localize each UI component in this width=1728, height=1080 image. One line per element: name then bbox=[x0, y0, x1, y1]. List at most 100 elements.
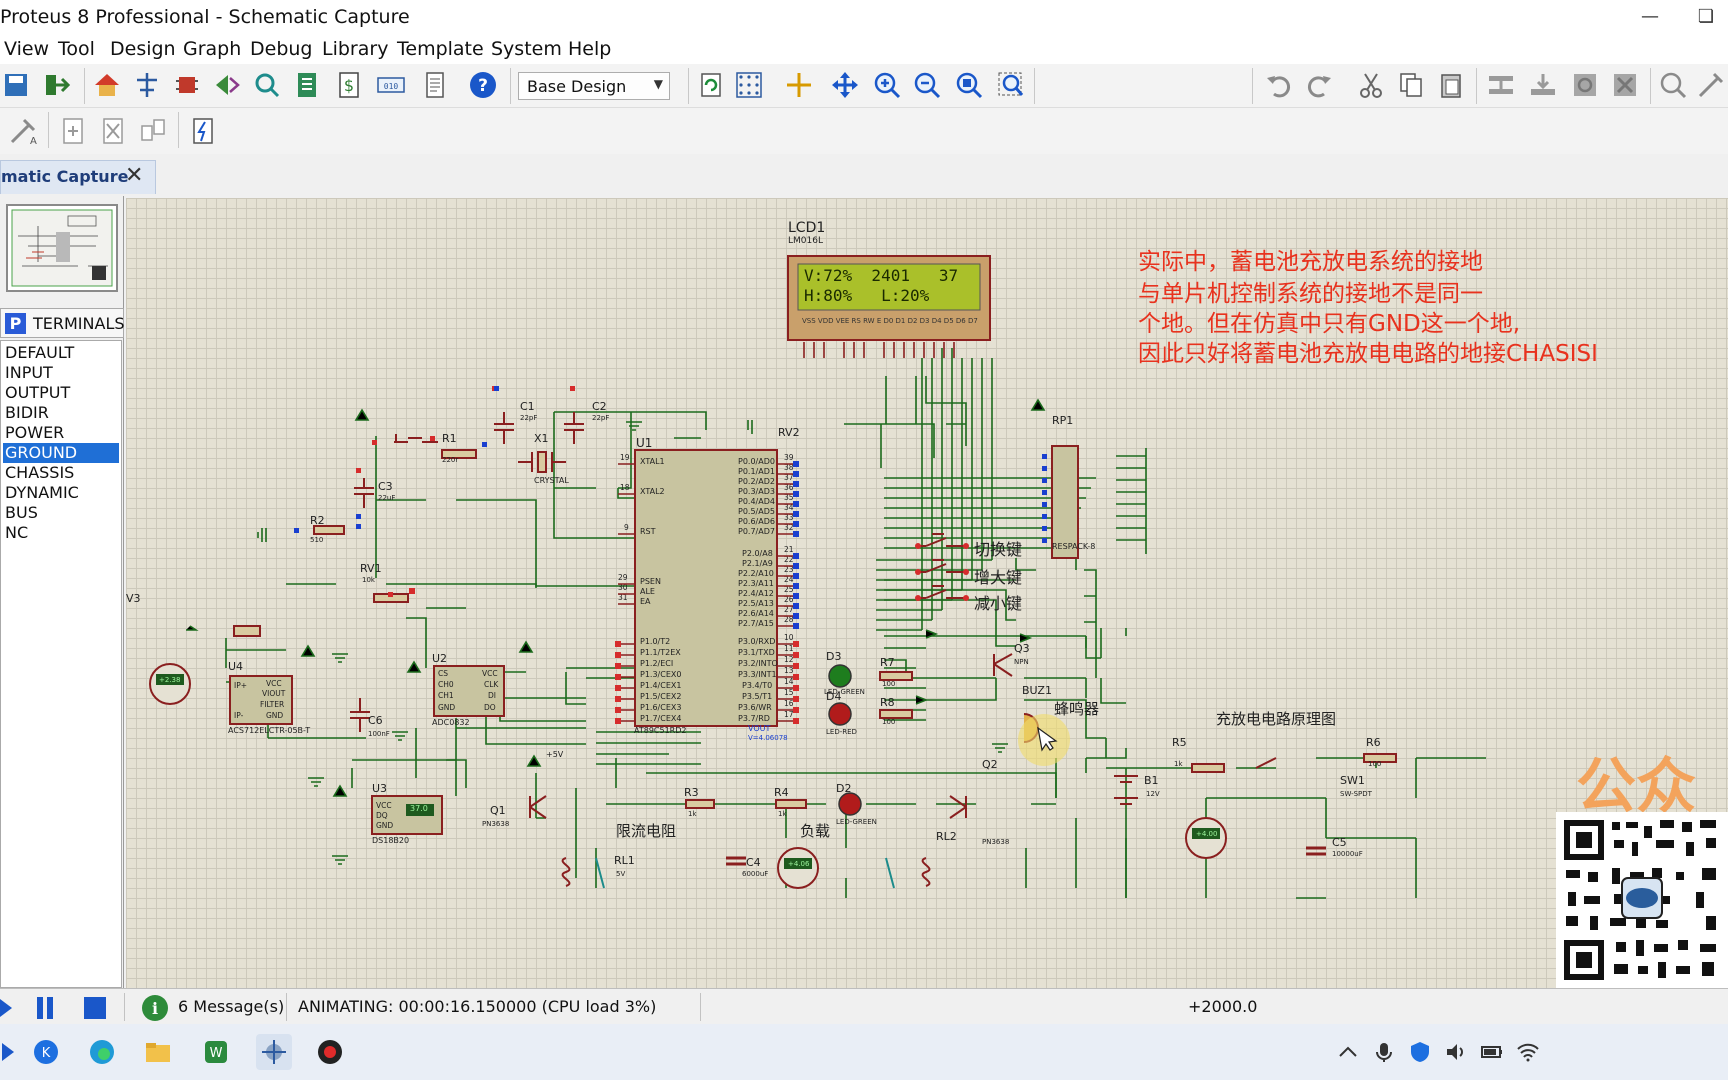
svg-text:P1.6/CEX3: P1.6/CEX3 bbox=[640, 703, 681, 712]
button-label-switch: 切换键 bbox=[974, 540, 1023, 559]
schematic-canvas[interactable]: VSS VDD VEE RS RW E D0 D1 D2 D3 D4 D5 D6… bbox=[126, 198, 1728, 988]
block-rotate-icon[interactable] bbox=[1568, 68, 1602, 102]
terminal-item-dynamic[interactable]: DYNAMIC bbox=[5, 483, 79, 502]
notes-icon[interactable] bbox=[418, 68, 452, 102]
import-icon[interactable] bbox=[40, 68, 74, 102]
menu-design[interactable]: Design bbox=[110, 38, 176, 60]
svg-text:P3.7/RD: P3.7/RD bbox=[738, 714, 770, 723]
home-icon[interactable] bbox=[90, 68, 124, 102]
pan-icon[interactable] bbox=[828, 68, 862, 102]
menu-debug[interactable]: Debug bbox=[250, 38, 313, 60]
zoom-all-icon[interactable] bbox=[952, 68, 986, 102]
save-icon[interactable] bbox=[0, 68, 34, 102]
terminal-item-output[interactable]: OUTPUT bbox=[5, 383, 71, 402]
svg-text:P0.7/AD7: P0.7/AD7 bbox=[738, 527, 775, 536]
svg-text:FILTER: FILTER bbox=[260, 700, 284, 709]
wifi-icon[interactable] bbox=[1514, 1034, 1542, 1070]
new-sheet-icon[interactable] bbox=[56, 114, 90, 148]
svg-text:W: W bbox=[210, 1046, 223, 1061]
close-icon[interactable]: ✕ bbox=[125, 163, 144, 188]
proteus-taskbar-icon[interactable] bbox=[256, 1034, 292, 1070]
pick-mode-icon[interactable]: P bbox=[5, 313, 26, 334]
3d-viewer-icon[interactable] bbox=[210, 68, 244, 102]
pcb-icon[interactable] bbox=[170, 68, 204, 102]
cost-icon[interactable]: $ bbox=[332, 68, 366, 102]
design-combo[interactable]: Base Design ▼ bbox=[518, 72, 670, 100]
terminals-header[interactable]: P TERMINALS bbox=[0, 308, 125, 338]
cut-icon[interactable] bbox=[1354, 68, 1388, 102]
file-explorer-icon[interactable] bbox=[140, 1034, 176, 1070]
undo-icon[interactable] bbox=[1262, 68, 1296, 102]
grid-icon[interactable] bbox=[732, 68, 766, 102]
exit-to-parent-icon[interactable] bbox=[136, 114, 170, 148]
help-icon[interactable]: ? bbox=[466, 68, 500, 102]
message-count[interactable]: 6 Message(s) bbox=[178, 997, 285, 1016]
copy-icon[interactable] bbox=[1394, 68, 1428, 102]
menu-tool[interactable]: Tool bbox=[58, 38, 95, 60]
zoom-out-icon[interactable] bbox=[910, 68, 944, 102]
electrical-rule-check-icon[interactable] bbox=[186, 114, 220, 148]
recorder-icon[interactable] bbox=[312, 1034, 348, 1070]
pause-icon[interactable] bbox=[28, 991, 62, 1025]
kingsoft-icon[interactable]: K bbox=[28, 1034, 64, 1070]
terminal-item-chassis[interactable]: CHASSIS bbox=[5, 463, 75, 482]
bom-icon[interactable] bbox=[290, 68, 324, 102]
refresh-icon[interactable] bbox=[694, 68, 728, 102]
terminal-item-ground[interactable]: GROUND bbox=[3, 443, 119, 463]
zoom-in-icon[interactable] bbox=[870, 68, 904, 102]
battery-icon[interactable] bbox=[1478, 1034, 1506, 1070]
terminal-item-default[interactable]: DEFAULT bbox=[5, 343, 75, 362]
edge-browser-icon[interactable] bbox=[84, 1034, 120, 1070]
block-delete-icon[interactable] bbox=[1608, 68, 1642, 102]
volume-icon[interactable] bbox=[1442, 1034, 1470, 1070]
svg-text:34: 34 bbox=[784, 503, 794, 512]
block-copy-icon[interactable] bbox=[1484, 68, 1518, 102]
pick-device-icon[interactable] bbox=[1656, 68, 1690, 102]
svg-text:17: 17 bbox=[784, 710, 794, 719]
terminal-item-power[interactable]: POWER bbox=[5, 423, 65, 442]
menu-graph[interactable]: Graph bbox=[183, 38, 242, 60]
main-toolbar: $ 010 ? bbox=[0, 64, 1728, 108]
stop-icon[interactable] bbox=[78, 991, 112, 1025]
tab-schematic-capture[interactable]: matic Capture ✕ bbox=[0, 160, 156, 194]
wire-autorouter-icon[interactable]: A bbox=[6, 114, 40, 148]
play-icon[interactable] bbox=[0, 991, 16, 1025]
make-device-icon[interactable] bbox=[1694, 68, 1728, 102]
terminal-item-bidir[interactable]: BIDIR bbox=[5, 403, 49, 422]
terminal-item-input[interactable]: INPUT bbox=[5, 363, 53, 382]
info-icon[interactable]: i bbox=[138, 991, 172, 1025]
svg-text:15: 15 bbox=[784, 688, 794, 697]
svg-text:?: ? bbox=[478, 76, 488, 96]
svg-text:P2.2/A10: P2.2/A10 bbox=[738, 569, 774, 578]
delete-sheet-icon[interactable] bbox=[96, 114, 130, 148]
chevron-up-icon[interactable] bbox=[1334, 1034, 1362, 1070]
gerber-icon[interactable] bbox=[250, 68, 284, 102]
block-move-icon[interactable] bbox=[1526, 68, 1560, 102]
origin-icon[interactable] bbox=[782, 68, 816, 102]
svg-text:P2.1/A9: P2.1/A9 bbox=[742, 559, 773, 568]
overview-window[interactable] bbox=[6, 204, 118, 292]
svg-text:P0.3/AD3: P0.3/AD3 bbox=[738, 487, 775, 496]
svg-text:P3.4/T0: P3.4/T0 bbox=[742, 681, 772, 690]
source-code-icon[interactable]: 010 bbox=[374, 68, 408, 102]
svg-text:GND: GND bbox=[376, 821, 393, 830]
terminal-item-nc[interactable]: NC bbox=[5, 523, 29, 542]
minimize-button[interactable]: — bbox=[1641, 6, 1659, 27]
wps-icon[interactable]: W bbox=[198, 1034, 234, 1070]
schematic-icon[interactable] bbox=[130, 68, 164, 102]
terminal-item-bus[interactable]: BUS bbox=[5, 503, 38, 522]
redo-icon[interactable] bbox=[1302, 68, 1336, 102]
shield-icon[interactable] bbox=[1406, 1034, 1434, 1070]
zoom-area-icon[interactable] bbox=[994, 68, 1028, 102]
start-icon[interactable] bbox=[0, 1034, 20, 1070]
restore-button[interactable]: ❏ bbox=[1697, 6, 1715, 27]
paste-icon[interactable] bbox=[1434, 68, 1468, 102]
menu-template[interactable]: Template bbox=[397, 38, 484, 60]
menu-help[interactable]: Help bbox=[568, 38, 612, 60]
menu-library[interactable]: Library bbox=[322, 38, 389, 60]
menu-view[interactable]: View bbox=[4, 38, 50, 60]
microphone-icon[interactable] bbox=[1370, 1034, 1398, 1070]
svg-text:11: 11 bbox=[784, 644, 794, 653]
menu-system[interactable]: System bbox=[491, 38, 562, 60]
